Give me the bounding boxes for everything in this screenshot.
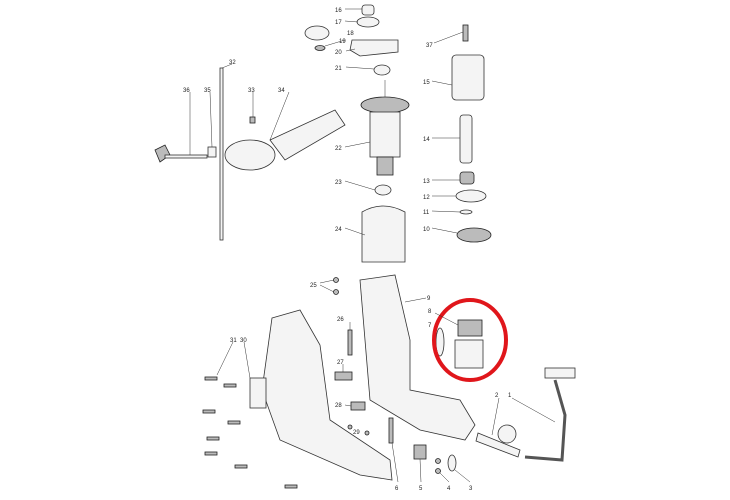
callout-32: 32 <box>229 60 236 66</box>
callout-31: 31 <box>230 338 237 344</box>
part-30-label <box>249 377 267 409</box>
part-18 <box>304 25 330 41</box>
part-10-gear <box>456 227 492 243</box>
callout-33: 33 <box>248 88 255 94</box>
callout-26: 26 <box>337 317 344 323</box>
callout-9: 9 <box>427 296 431 302</box>
part-2-disc <box>497 424 517 444</box>
callout-27: 27 <box>337 360 344 366</box>
part-20 <box>349 39 399 57</box>
part-29b <box>364 430 370 436</box>
part-1-power-cord <box>524 379 567 462</box>
callout-21: 21 <box>335 66 342 72</box>
callout-36: 36 <box>183 88 190 94</box>
highlight-circle <box>432 298 508 382</box>
part-24-stator <box>361 205 406 263</box>
part-32-depth-rod <box>219 67 224 241</box>
part-14-spindle <box>459 114 473 164</box>
part-16 <box>361 4 375 16</box>
callout-25: 25 <box>310 283 317 289</box>
callout-28: 28 <box>335 403 342 409</box>
part-19 <box>314 45 326 51</box>
part-28 <box>350 401 366 411</box>
part-25b <box>333 289 339 295</box>
callout-13: 13 <box>423 179 430 185</box>
part-5 <box>413 444 427 460</box>
part-23 <box>374 184 392 196</box>
callout-6: 6 <box>395 486 399 492</box>
part-34-clamp <box>224 139 276 171</box>
callout-30: 30 <box>240 338 247 344</box>
callout-29: 29 <box>353 430 360 436</box>
part-15-chuck <box>451 54 485 101</box>
part-11-ring <box>459 209 473 215</box>
callout-18: 18 <box>347 31 354 37</box>
part-27 <box>334 371 353 381</box>
part-36-bolt <box>164 154 208 159</box>
callout-20: 20 <box>335 50 342 56</box>
callout-37: 37 <box>426 43 433 49</box>
callout-19: 19 <box>339 39 346 45</box>
callout-12: 12 <box>423 195 430 201</box>
part-4b <box>435 468 441 474</box>
parts-housing <box>249 274 576 481</box>
callout-17: 17 <box>335 20 342 26</box>
part-36-knob <box>154 144 171 163</box>
callout-3: 3 <box>469 486 473 492</box>
callout-35: 35 <box>204 88 211 94</box>
housing-left-30 <box>261 309 393 481</box>
callout-24: 24 <box>335 227 342 233</box>
part-2-cord-guard <box>475 432 521 458</box>
part-8-switch <box>454 319 484 369</box>
parts-chuck-stack <box>451 24 492 243</box>
callout-4: 4 <box>447 486 451 492</box>
callout-8: 8 <box>428 309 432 315</box>
housing-right-9 <box>359 274 476 441</box>
part-1-plug <box>544 367 576 379</box>
part-34-grip <box>269 109 346 161</box>
callout-23: 23 <box>335 180 342 186</box>
callout-2: 2 <box>495 393 499 399</box>
callout-5: 5 <box>419 486 423 492</box>
callout-34: 34 <box>278 88 285 94</box>
part-3 <box>447 454 457 472</box>
callout-11: 11 <box>423 210 430 216</box>
parts-side-handle <box>154 67 346 241</box>
callout-1: 1 <box>508 393 512 399</box>
parts-top-stack <box>304 4 410 263</box>
callout-10: 10 <box>423 227 430 233</box>
callout-22: 22 <box>335 146 342 152</box>
part-29a <box>347 424 353 430</box>
part-37 <box>462 24 469 42</box>
callout-16: 16 <box>335 8 342 14</box>
part-13-spring <box>459 171 475 185</box>
callout-7: 7 <box>428 323 432 329</box>
part-4a <box>435 458 441 464</box>
part-17 <box>356 16 380 28</box>
part-26 <box>347 329 353 356</box>
part-25a <box>333 277 339 283</box>
part-21 <box>373 64 391 76</box>
part-33 <box>249 116 256 124</box>
part-35 <box>207 146 217 158</box>
callout-15: 15 <box>423 80 430 86</box>
callout-14: 14 <box>423 137 430 143</box>
part-6 <box>388 417 394 444</box>
part-22-armature <box>360 80 410 176</box>
callout-labels: 1 2 3 4 5 6 7 8 9 10 11 12 13 14 15 16 1… <box>183 8 512 492</box>
leader-lines <box>189 8 556 483</box>
screws-31 <box>202 376 298 489</box>
part-12-bearing <box>455 189 487 203</box>
